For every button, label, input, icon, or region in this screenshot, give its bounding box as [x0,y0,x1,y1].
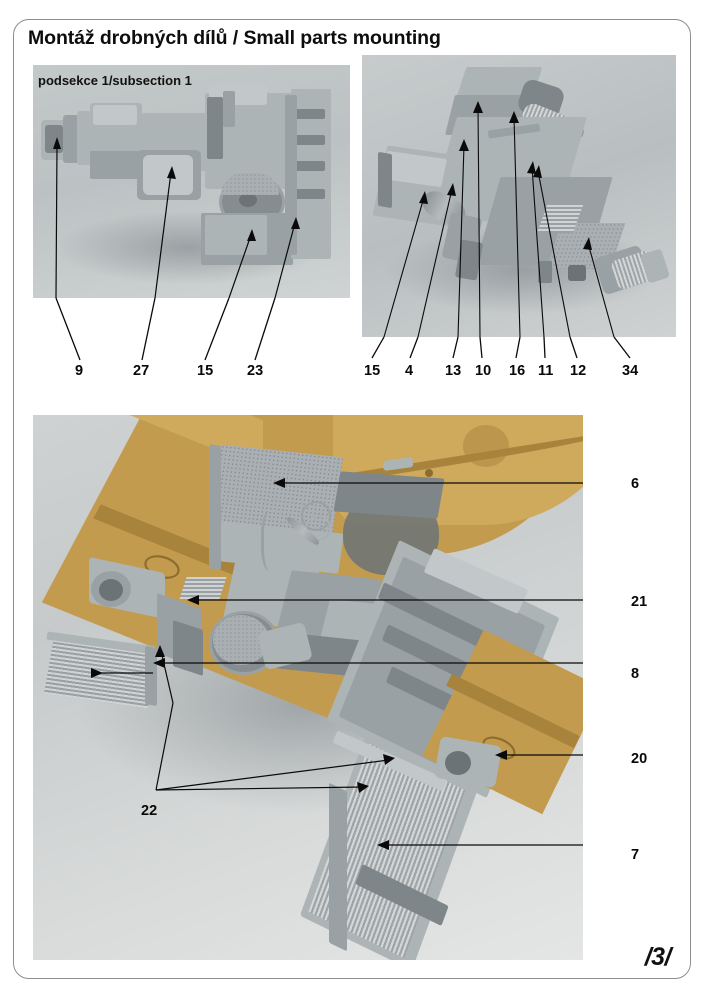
photo-top-left [33,65,350,298]
callout-label-23: 23 [247,363,264,379]
callout-arrows-bottom [91,478,583,850]
callout-label-22: 22 [141,803,158,819]
callout-label-34: 34 [622,363,639,379]
page-title: Montáž drobných dílů / Small parts mount… [28,27,441,49]
callout-label-21: 21 [631,594,648,610]
callout-label-15b: 15 [364,363,381,379]
callout-label-9: 9 [75,363,84,379]
callout-label-10: 10 [475,363,492,379]
callout-arrows-top-right [383,101,615,337]
callout-label-16: 16 [509,363,526,379]
subsection-label: podsekce 1/subsection 1 [38,73,192,88]
callout-arrows-top-left [53,137,300,298]
callout-label-11: 11 [538,363,554,379]
photo-bottom [33,415,583,960]
callout-label-13: 13 [445,363,462,379]
page-number: /3/ [644,943,672,971]
callout-label-12: 12 [570,363,587,379]
callout-label-20: 20 [631,751,648,767]
callout-label-4: 4 [405,363,414,379]
photo-top-right [362,55,676,337]
callout-label-6: 6 [631,476,640,492]
callout-label-8: 8 [631,666,640,682]
callout-label-27: 27 [133,363,150,379]
callout-label-15: 15 [197,363,214,379]
callout-label-7: 7 [631,847,640,863]
